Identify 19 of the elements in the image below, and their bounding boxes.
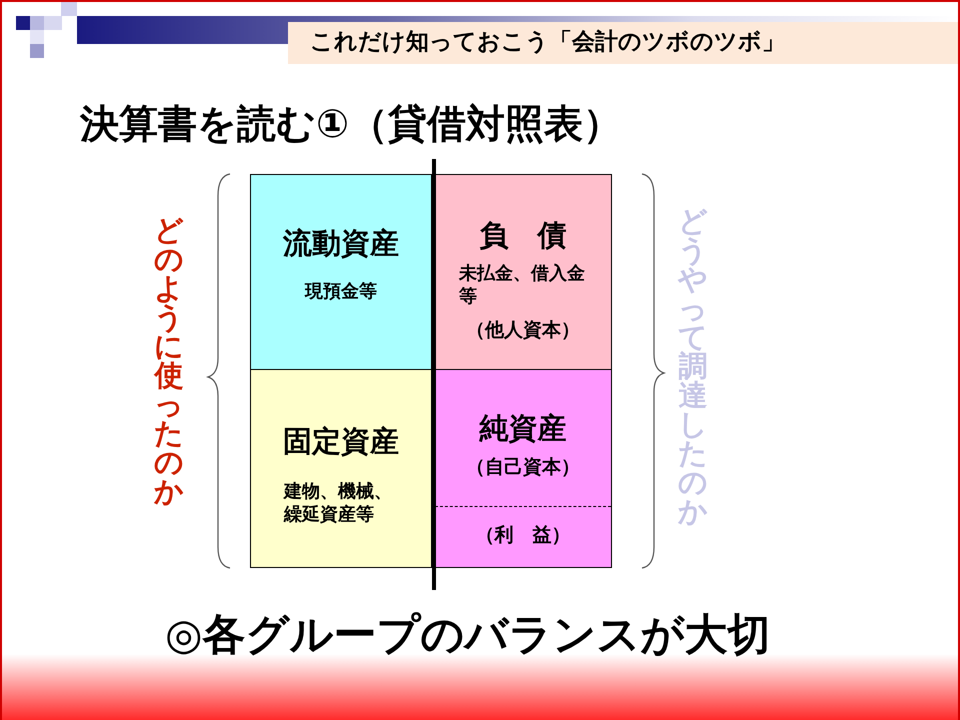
header-text: これだけ知っておこう「会計のツボのツボ」 <box>310 29 785 57</box>
box-text: （他人資本） <box>466 319 580 343</box>
liabilities-box <box>434 174 612 370</box>
net-assets-box <box>434 369 612 568</box>
slide-title: 決算書を読む①（貸借対照表） <box>80 102 622 149</box>
box-heading: 固定資産 <box>283 423 399 460</box>
section-label: （利 益） <box>476 524 570 548</box>
box-heading: 純資産 <box>480 410 566 446</box>
box-text: 現預金等 <box>305 281 377 304</box>
fixed-assets-box <box>250 369 432 568</box>
box-text: （自己資本） <box>466 456 580 480</box>
current-assets-box <box>250 174 432 370</box>
box-heading: 負 債 <box>480 217 566 254</box>
vertical-label: どうやって調達したのか <box>678 207 708 526</box>
box-text: 建物、機械、繰延資産等 <box>284 481 393 526</box>
vertical-label: どのように使ったのか <box>154 216 184 506</box>
caption-text: ◎各グループのバランスが大切 <box>165 610 771 662</box>
box-heading: 流動資産 <box>283 225 399 262</box>
box-text: 未払金、借入金等 <box>459 263 586 308</box>
